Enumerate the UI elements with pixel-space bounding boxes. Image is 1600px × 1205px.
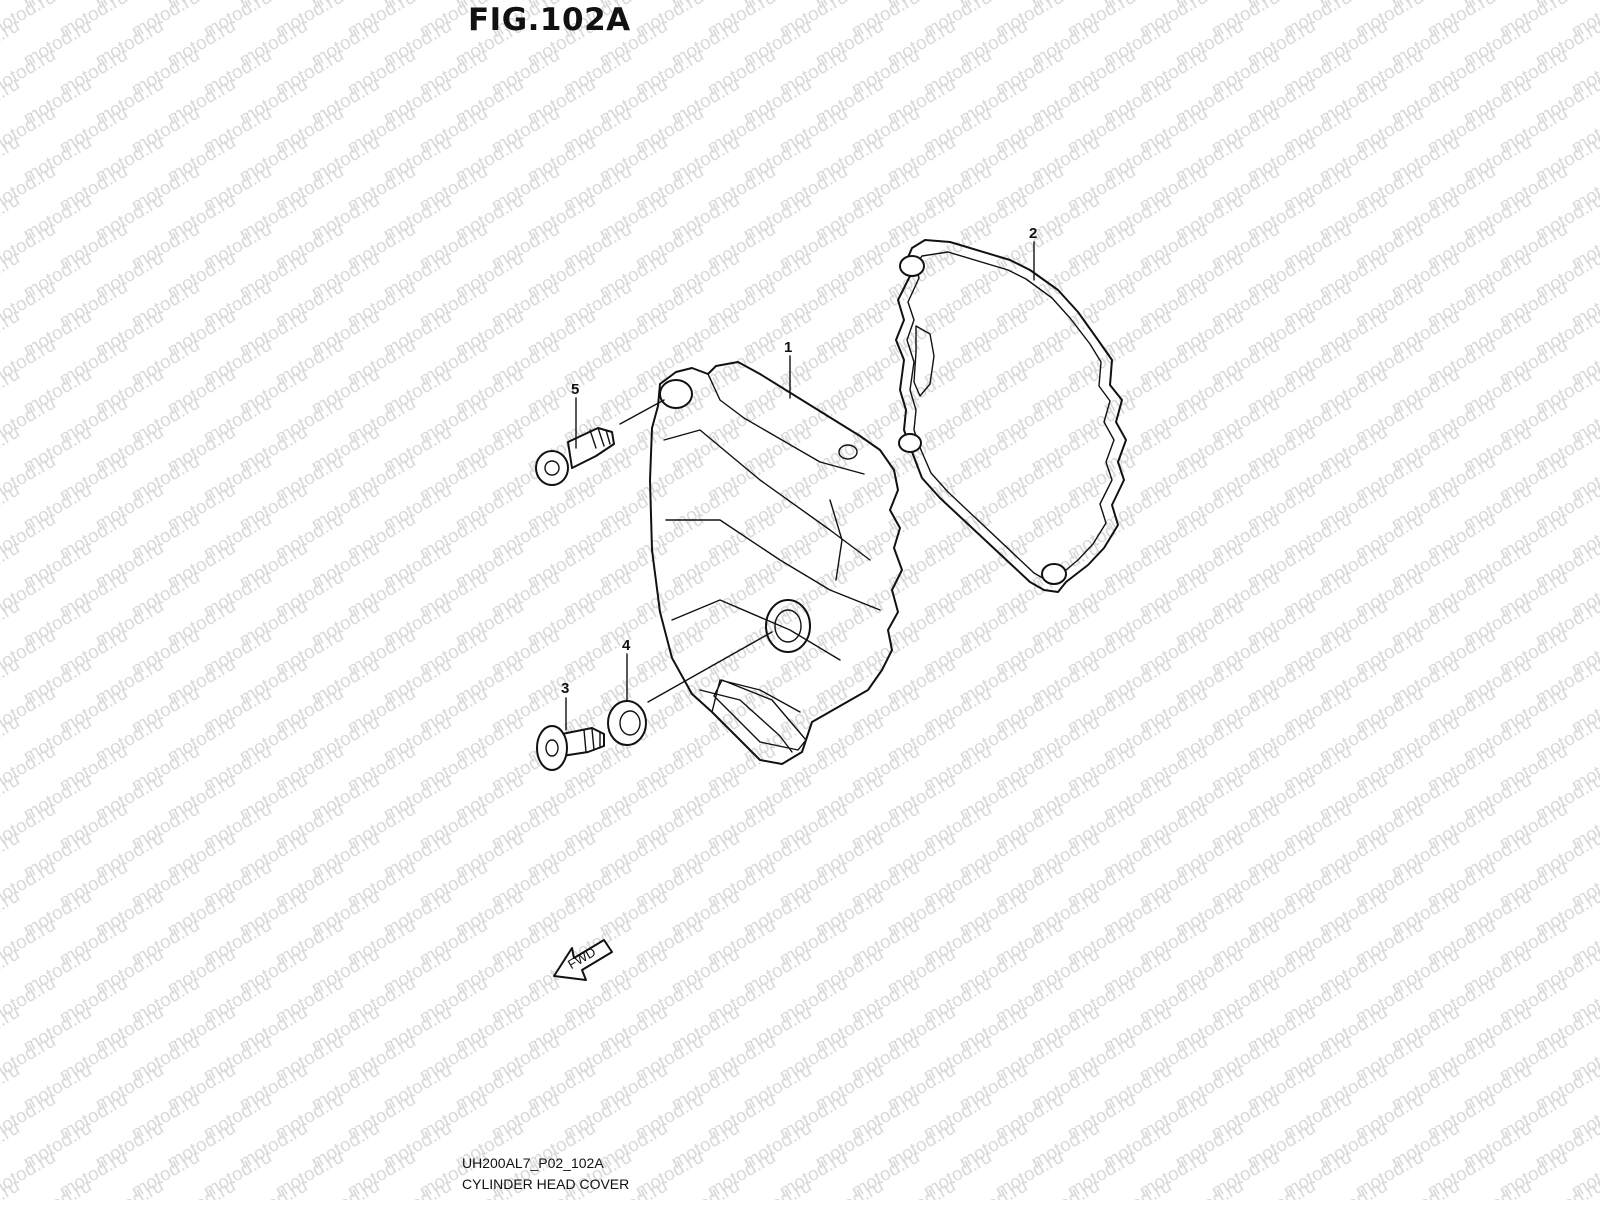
figure-code: UH200AL7_P02_102A bbox=[462, 1155, 604, 1171]
callout-3: 3 bbox=[561, 680, 569, 697]
callout-1: 1 bbox=[784, 339, 792, 356]
figure-title: FIG.102A bbox=[468, 2, 631, 38]
callout-2: 2 bbox=[1029, 225, 1037, 242]
callout-5: 5 bbox=[571, 381, 579, 398]
callout-4: 4 bbox=[622, 637, 631, 654]
figure-name: CYLINDER HEAD COVER bbox=[462, 1176, 630, 1192]
